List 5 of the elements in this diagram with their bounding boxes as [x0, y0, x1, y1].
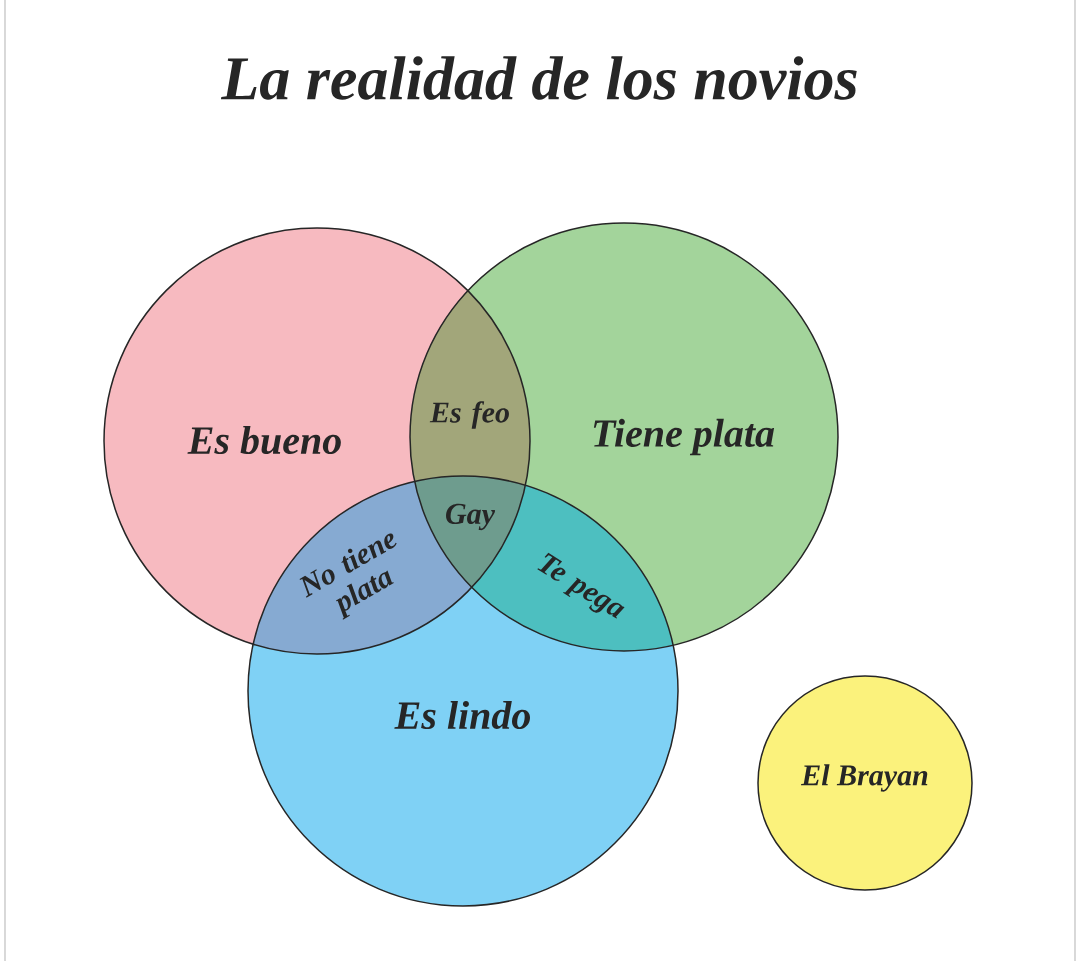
title: La realidad de los novios	[220, 56, 857, 100]
region-label: No tiene plata	[299, 533, 397, 620]
region-label: Gay	[446, 503, 496, 531]
region-label: Es feo	[429, 401, 509, 429]
region-label: Te pega	[537, 552, 625, 619]
